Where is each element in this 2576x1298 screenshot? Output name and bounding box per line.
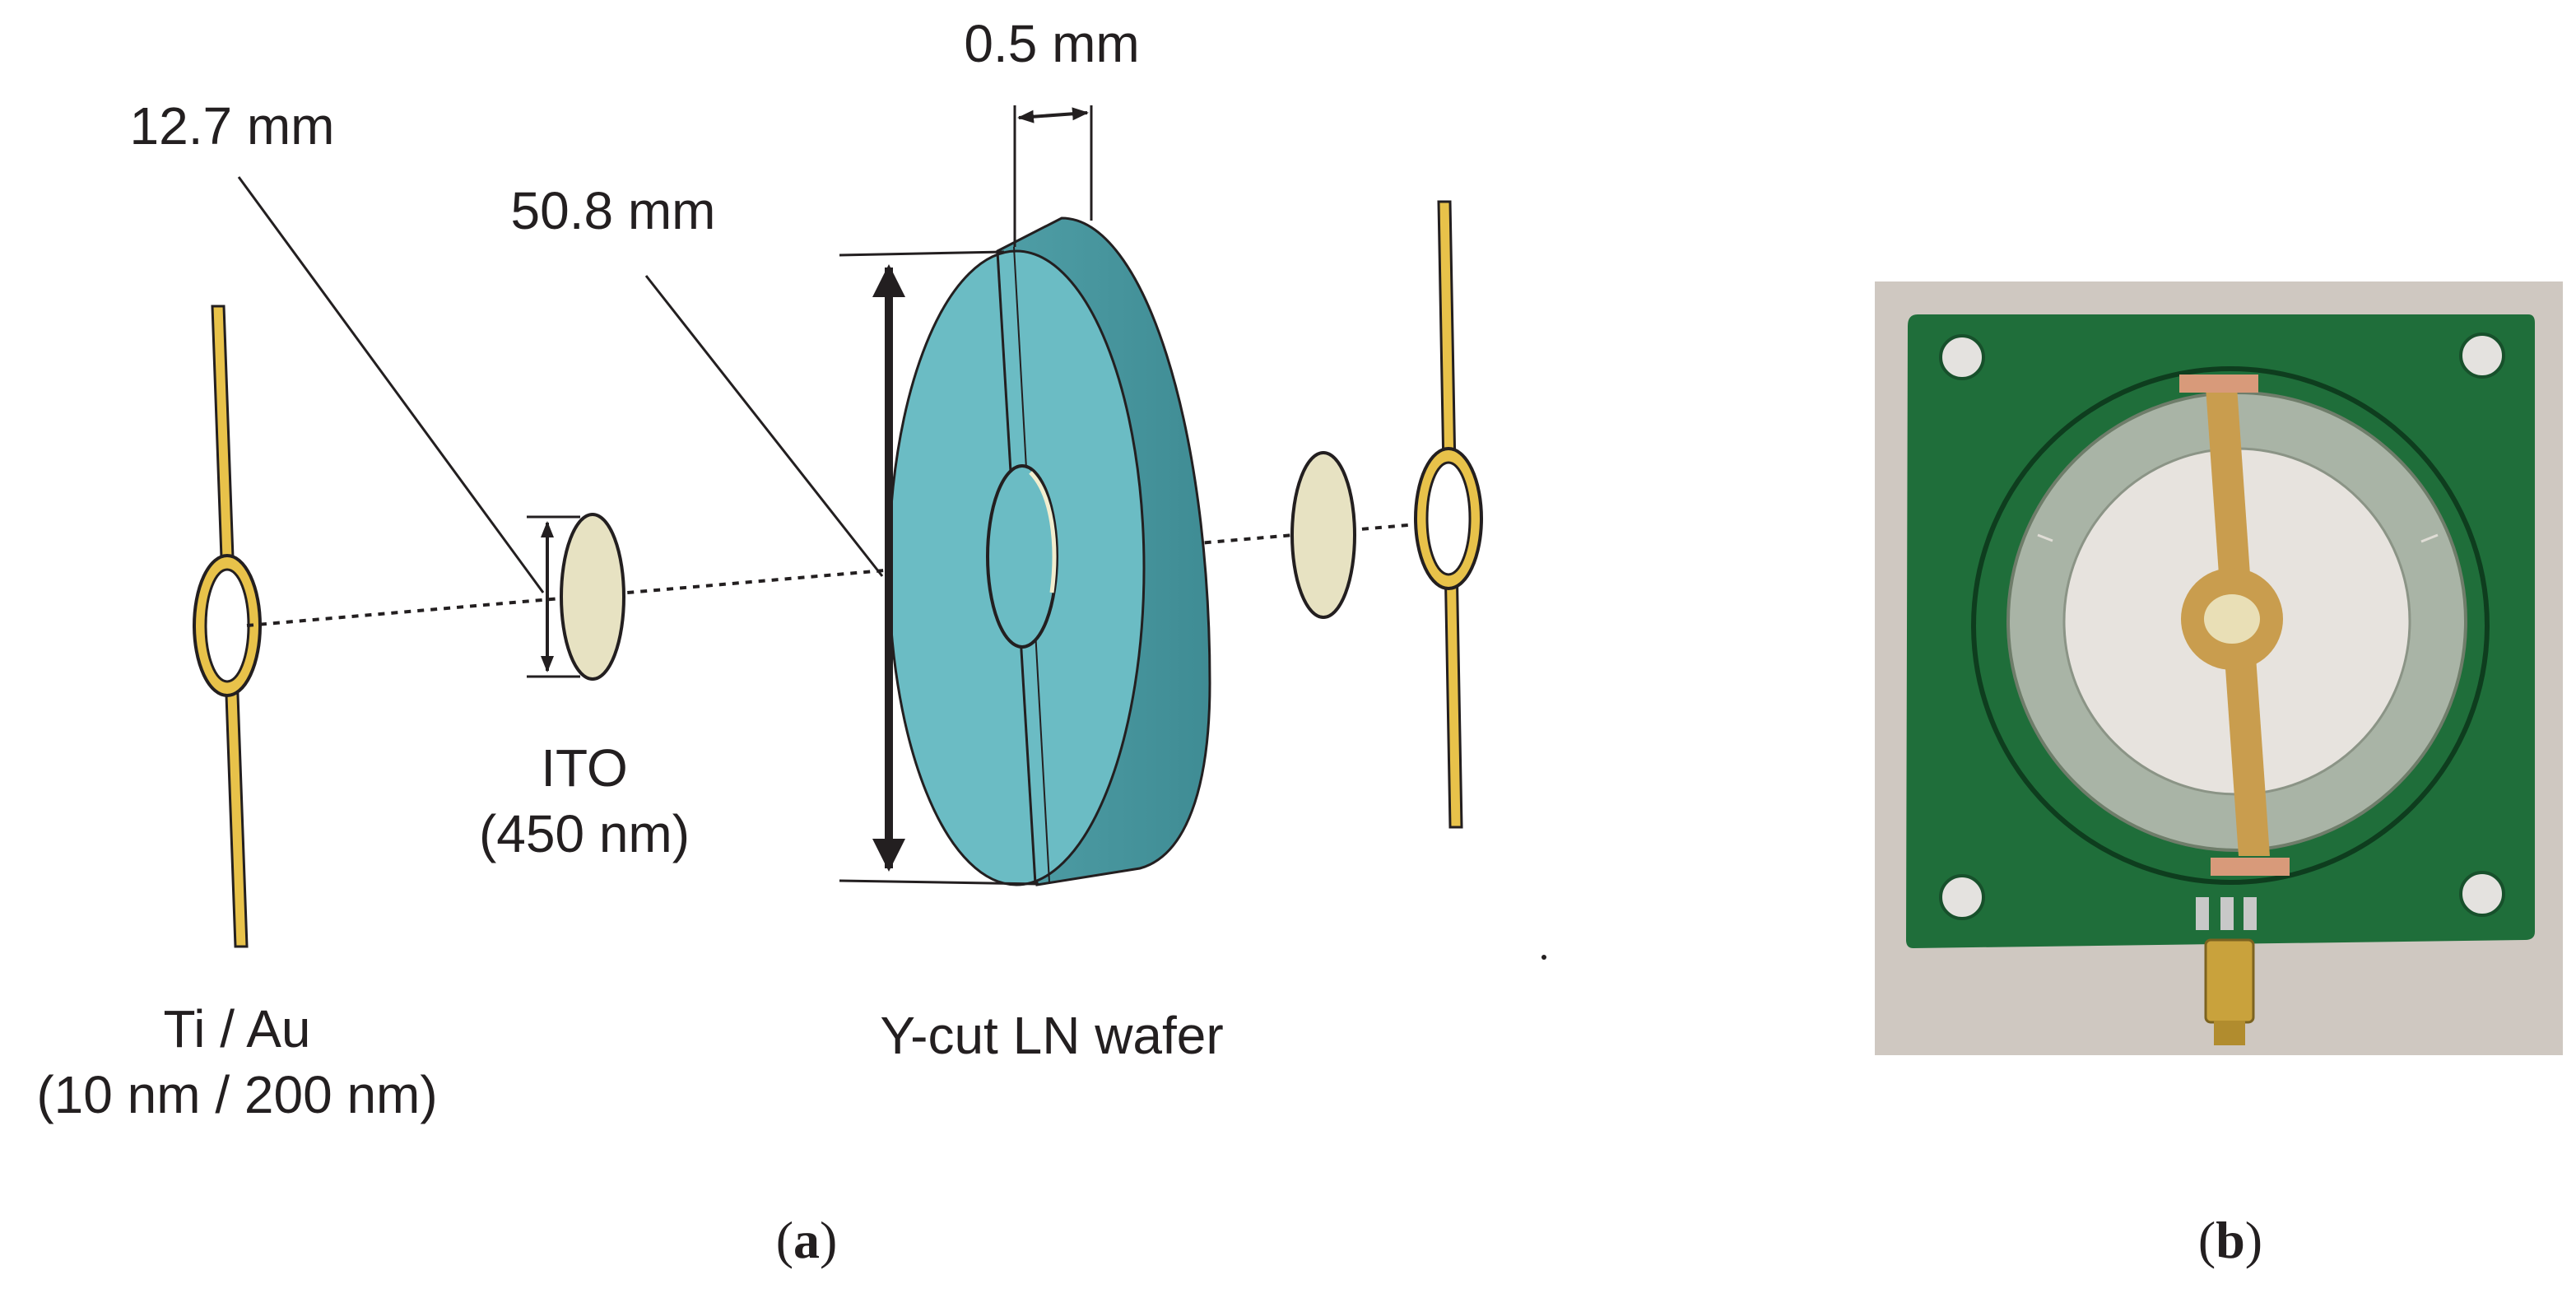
thickness-dimension bbox=[1013, 105, 1093, 247]
label-ito-diameter: 12.7 mm bbox=[130, 96, 335, 156]
caption-b: (b) bbox=[2198, 1211, 2262, 1269]
wafer-diameter-dimension bbox=[644, 250, 1039, 886]
label-wafer: Y-cut LN wafer bbox=[880, 1006, 1223, 1065]
label-ito-line2: (450 nm) bbox=[479, 804, 690, 863]
label-electrode-line1: Ti / Au bbox=[163, 999, 310, 1058]
diagram-a: 0.5 mm 12.7 mm 50.8 mm ITO (450 nm) Ti /… bbox=[36, 14, 1546, 1124]
ito-diameter-dimension bbox=[237, 176, 580, 678]
label-wafer-diameter: 50.8 mm bbox=[511, 181, 716, 240]
mounting-hole bbox=[1939, 334, 1985, 380]
label-ito-line1: ITO bbox=[541, 738, 628, 798]
sma-connector bbox=[2204, 938, 2255, 1024]
label-electrode-line2: (10 nm / 200 nm) bbox=[36, 1065, 437, 1124]
right-electrode bbox=[1414, 200, 1483, 829]
copper-pad-bottom bbox=[2211, 858, 2290, 876]
copper-pad-top bbox=[2179, 375, 2258, 393]
ln-wafer bbox=[887, 216, 1211, 886]
mounting-hole bbox=[2459, 333, 2505, 379]
device-photo bbox=[1875, 281, 2563, 1055]
stray-dot bbox=[1541, 955, 1546, 960]
ito-disc-right bbox=[1290, 451, 1356, 619]
mounting-hole bbox=[2459, 871, 2505, 917]
ito-disc-left bbox=[560, 513, 625, 681]
left-electrode bbox=[193, 305, 262, 948]
ito-disc-center bbox=[2204, 594, 2260, 644]
caption-a: (a) bbox=[776, 1211, 838, 1269]
label-thickness: 0.5 mm bbox=[964, 14, 1139, 73]
optical-axis bbox=[246, 519, 1466, 627]
pcb-trace-ring bbox=[1971, 366, 2490, 885]
mounting-hole bbox=[1939, 874, 1985, 920]
